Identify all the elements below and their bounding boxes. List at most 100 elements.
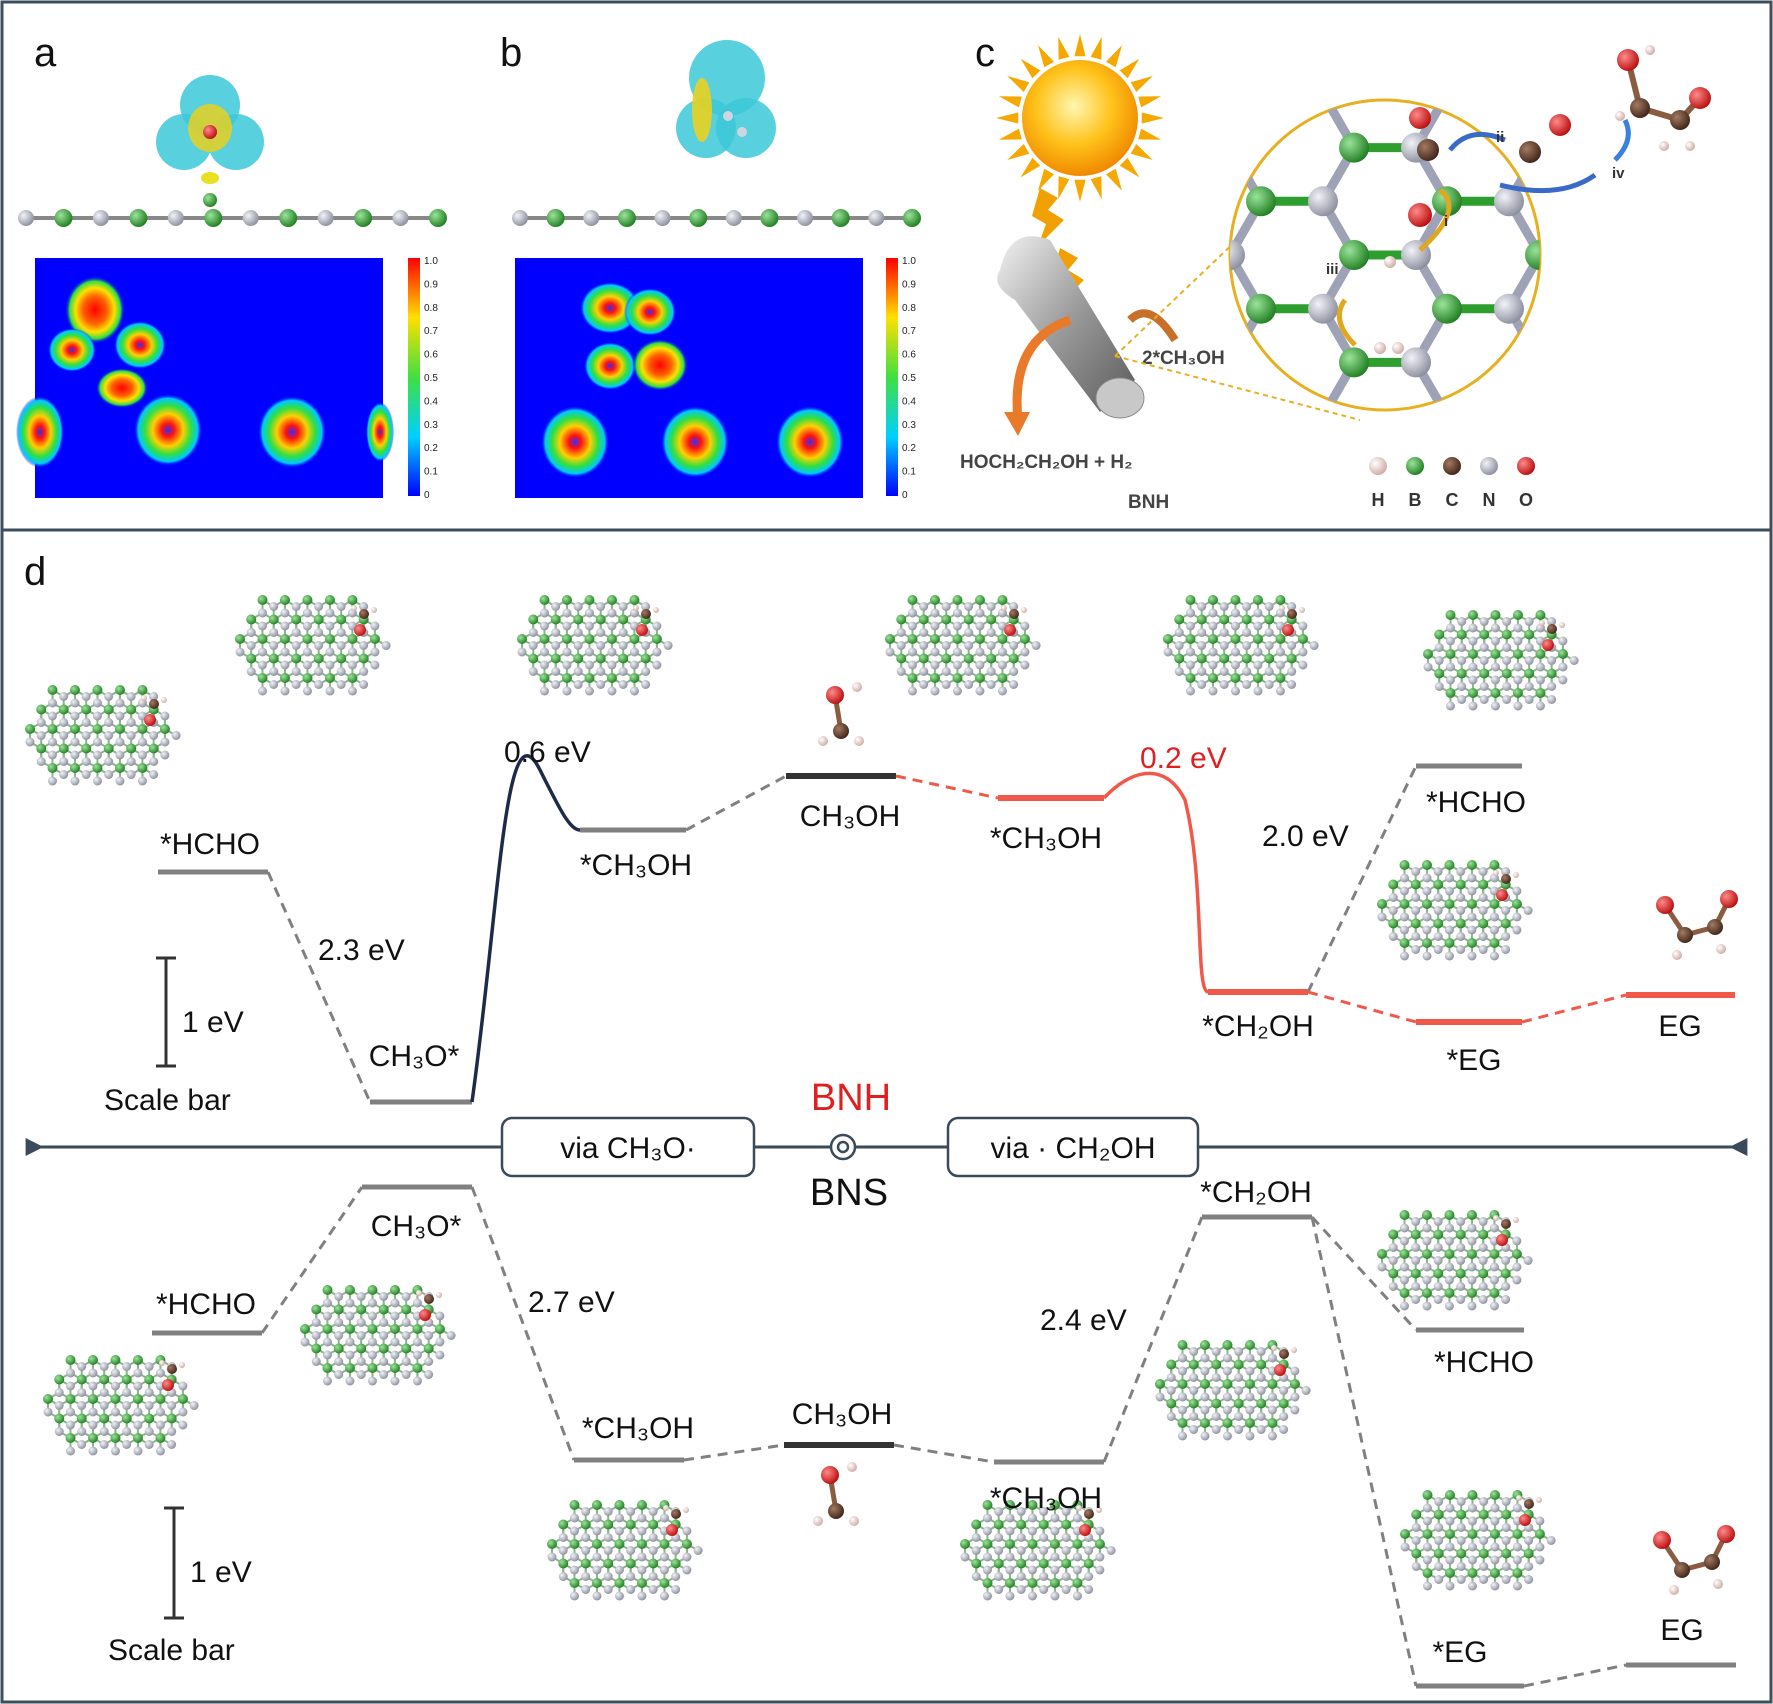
nitrogen-atom: [18, 210, 34, 226]
bnh-energy-2-3: 2.3 eV: [318, 934, 405, 967]
colorbar-tick: 0: [424, 490, 430, 501]
bns-ch3oh-ads-left: *CH₃OH: [582, 1412, 694, 1445]
legend-label-c: C: [1446, 490, 1459, 510]
boron-atom: [279, 209, 298, 227]
legend-swatch-n: [1480, 457, 1498, 475]
bn-sheet: [1377, 860, 1533, 961]
panel-c-scheme: 2*CH₃OH HOCH₂CH₂OH + H₂ BNH i ii iii iv: [960, 34, 1711, 513]
axis-origin-inner: [836, 1140, 850, 1154]
bn-sheet: [1423, 610, 1579, 711]
legend-label-b: B: [1409, 490, 1422, 510]
bn-sheet: [885, 595, 1041, 696]
scale-label-bns: Scale bar: [108, 1634, 235, 1667]
pathway-box-ch2oh: [946, 1116, 1200, 1178]
nitrogen-atom: [512, 210, 528, 226]
colorbar-tick: 0.1: [902, 467, 916, 478]
isosurface-a: [156, 75, 264, 184]
legend-label-o: O: [1519, 490, 1533, 510]
reactant-arrow: [1127, 309, 1179, 343]
bns-eg-ads: *EG: [1432, 1636, 1487, 1669]
bns-energy-2-4: 2.4 eV: [1040, 1304, 1127, 1337]
bnh-hcho-right: *HCHO: [1426, 786, 1526, 819]
legend-label-h: H: [1372, 490, 1385, 510]
bn-sheet: [1163, 595, 1319, 696]
colorbar-tick: 0: [902, 490, 908, 501]
bnh-ch2oh: *CH₂OH: [1202, 1010, 1314, 1043]
energy-diagram-bns: *HCHO CH₃O* *CH₃OH CH₃OH *CH₃OH *CH₂OH *…: [108, 1176, 1736, 1689]
panel-a-structure: [18, 75, 447, 227]
panel-b-structure: [512, 40, 921, 227]
material-bnh: BNH: [811, 1077, 891, 1119]
panel-label-c: c: [975, 31, 995, 75]
boron-atom: [204, 209, 223, 227]
bns-ch2oh: *CH₂OH: [1200, 1176, 1312, 1209]
methanol-molecule: [813, 1462, 859, 1526]
nitrogen-atom: [242, 210, 259, 226]
boron-atom: [831, 209, 850, 227]
boron-atom: [203, 193, 217, 207]
bns-hcho-left: *HCHO: [156, 1288, 256, 1321]
panel-a-contour: 1.00.90.80.70.60.50.40.30.20.10: [16, 256, 438, 501]
legend-swatch-c: [1443, 457, 1461, 475]
product-arrow: [1012, 315, 1072, 421]
step-iv: iv: [1612, 165, 1625, 182]
barrier-curve-ch3o: [470, 753, 581, 1103]
panel-b-contour: 1.00.90.80.70.60.50.40.30.20.10: [515, 256, 916, 501]
colorbar-tick: 0.7: [424, 326, 438, 337]
bnh-ch3o: CH₃O*: [369, 1040, 460, 1073]
bns-ch3oh-gas: CH₃OH: [792, 1398, 893, 1431]
product-label: HOCH₂CH₂OH + H₂: [960, 452, 1133, 473]
colorbar-tick: 1.0: [424, 256, 438, 267]
eg-molecule-c: [1615, 45, 1711, 151]
zoom-adsorbates: [1374, 107, 1571, 354]
colorbar-a: [408, 258, 420, 496]
bnh-energy-0-2: 0.2 eV: [1140, 742, 1227, 775]
connectors-bnh: [266, 765, 1627, 1103]
legend-label-n: N: [1483, 490, 1496, 510]
material-bns: BNS: [810, 1172, 888, 1214]
colorbar-tick: 1.0: [902, 256, 916, 267]
bnh-energy-2-0: 2.0 eV: [1262, 820, 1349, 853]
boron-atom: [429, 209, 447, 227]
boron-atom: [689, 209, 708, 227]
reactant-label: 2*CH₃OH: [1142, 348, 1225, 369]
colorbar-tick: 0.2: [424, 443, 438, 454]
boron-atom: [129, 209, 148, 227]
scale-value-bns: 1 eV: [190, 1556, 252, 1589]
nitrogen-atom: [167, 210, 184, 226]
colorbar-tick: 0.6: [902, 350, 916, 361]
bnh-hcho-left: *HCHO: [160, 828, 260, 861]
colorbar-b: [886, 258, 898, 496]
nitrogen-atom: [92, 210, 109, 226]
energy-diagram-bnh: *HCHO CH₃O* *CH₃OH CH₃OH *CH₃OH *CH₂OH *…: [104, 736, 1735, 1117]
colorbar-tick: 0.7: [902, 326, 916, 337]
barrier-curve-ch2oh: [1102, 771, 1210, 994]
bn-sheet: [25, 685, 181, 786]
bns-ch3o: CH₃O*: [371, 1210, 462, 1243]
bn-sheet: [43, 1355, 199, 1456]
bn-sheet: [1400, 1490, 1556, 1591]
sun-icon: [996, 34, 1164, 202]
step-ii: ii: [1496, 129, 1504, 146]
bn-sheet: [235, 595, 391, 696]
colorbar-tick: 0.3: [902, 420, 916, 431]
colorbar-tick: 0.3: [424, 420, 438, 431]
panel-label-d: d: [24, 550, 46, 594]
bn-chain-b: [512, 209, 921, 227]
bnh-ch3oh-ads-left: *CH₃OH: [580, 849, 692, 882]
material-label-bnh: BNH: [1128, 492, 1169, 513]
nitrogen-atom: [868, 210, 885, 226]
scale-bar-bnh: 1 eV Scale bar: [104, 956, 244, 1117]
bn-sheet: [547, 1500, 703, 1601]
bn-sheet: [517, 595, 673, 696]
bns-energy-2-7: 2.7 eV: [528, 1286, 615, 1319]
colorbar-tick: 0.5: [902, 373, 916, 384]
isosurface-b: [676, 40, 776, 158]
boron-atom: [760, 209, 779, 227]
nitrogen-atom: [725, 210, 742, 226]
bnh-ch3oh-gas: CH₃OH: [800, 800, 901, 833]
legend-swatch-b: [1406, 457, 1424, 475]
step-i: i: [1444, 213, 1448, 230]
